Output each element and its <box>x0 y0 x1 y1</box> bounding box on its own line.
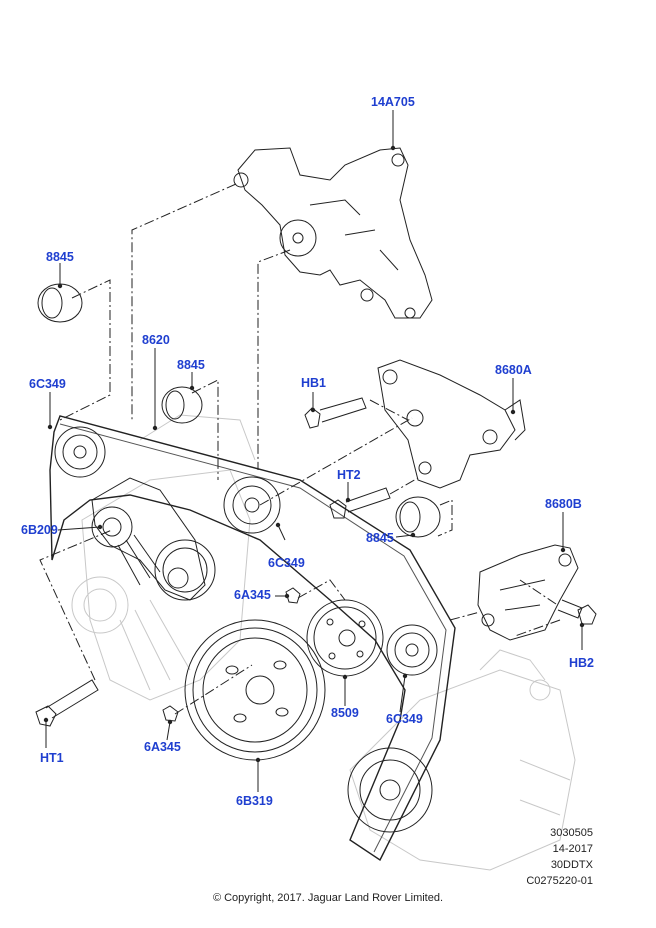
dust-cap-8845-top <box>37 283 83 323</box>
callout-14A705[interactable]: 14A705 <box>371 95 415 109</box>
crankshaft-damper-6B319 <box>184 619 326 761</box>
leader-lines <box>45 110 583 792</box>
reference-code: C0275220-01 <box>526 875 593 887</box>
reference-model: 30DDTX <box>550 859 593 871</box>
bolt-6A345-bottom <box>162 705 179 722</box>
belt-tensioner-6B209 <box>91 477 216 601</box>
compressor-background <box>349 649 576 871</box>
callout-HT1[interactable]: HT1 <box>40 751 64 765</box>
dust-cap-8845-right <box>395 496 441 538</box>
alternator-background <box>71 414 256 701</box>
idler-pulley-6C349-left <box>54 426 106 478</box>
bolt-6A345-top <box>285 587 301 604</box>
serpentine-belt-8620 <box>49 415 456 862</box>
dust-cap-8845-mid <box>161 386 203 424</box>
callout-6B209[interactable]: 6B209 <box>21 523 58 537</box>
callout-6A345-top[interactable]: 6A345 <box>234 588 271 602</box>
compressor-clutch <box>347 747 433 833</box>
bracket-8680A <box>377 359 526 489</box>
callout-6C349-left[interactable]: 6C349 <box>29 377 66 391</box>
reference-block: 3030505 14-2017 30DDTX C0275220-01 <box>526 825 593 889</box>
callout-8680B[interactable]: 8680B <box>545 497 582 511</box>
callout-HB2[interactable]: HB2 <box>569 656 595 670</box>
callout-6C349-mid[interactable]: 6C349 <box>268 556 305 570</box>
callout-8845-mid[interactable]: 8845 <box>177 358 205 372</box>
callout-8509[interactable]: 8509 <box>331 706 359 720</box>
callout-8680A[interactable]: 8680A <box>495 363 532 377</box>
copyright-notice: © Copyright, 2017. Jaguar Land Rover Lim… <box>212 892 444 904</box>
callout-HB1[interactable]: HB1 <box>301 376 327 390</box>
water-pump-pulley-8509 <box>306 599 384 677</box>
callout-8845-top[interactable]: 8845 <box>46 250 74 264</box>
callout-HT2[interactable]: HT2 <box>337 468 361 482</box>
bolt-HT1 <box>35 679 99 727</box>
callout-6C349-right[interactable]: 6C349 <box>386 712 423 726</box>
leader-dots <box>43 145 585 763</box>
bolt-HT2 <box>329 487 391 519</box>
callout-6A345-bottom[interactable]: 6A345 <box>144 740 181 754</box>
mounting-bracket-14A705 <box>233 147 433 319</box>
callout-8845-right[interactable]: 8845 <box>366 531 394 545</box>
idler-pulley-6C349-right <box>386 624 438 676</box>
callout-6B319[interactable]: 6B319 <box>236 794 273 808</box>
bracket-8680B <box>477 544 579 641</box>
reference-number: 3030505 <box>550 827 593 839</box>
reference-date: 14-2017 <box>552 843 593 855</box>
callout-8620[interactable]: 8620 <box>142 333 170 347</box>
bolt-HB2 <box>557 599 597 625</box>
idler-pulley-6C349-mid <box>223 476 281 534</box>
assembly-lines <box>39 183 561 715</box>
bolt-HB1 <box>304 397 367 429</box>
